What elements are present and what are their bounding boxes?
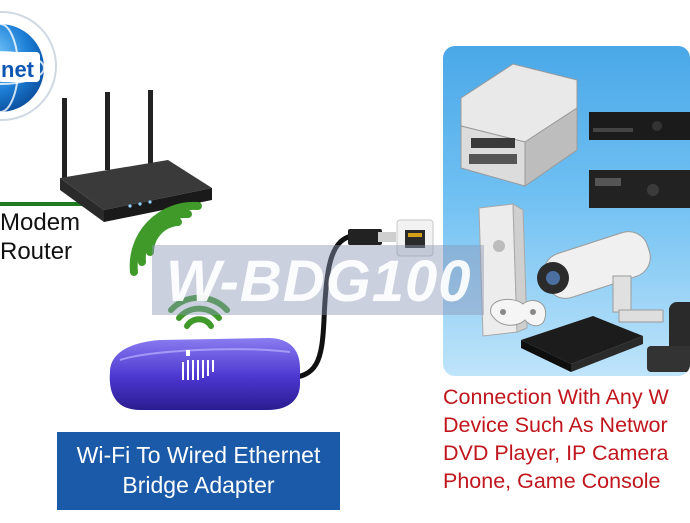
bridge-label-line-2: Bridge Adapter <box>122 472 275 498</box>
watermark-text: W-BDG100 <box>166 249 472 314</box>
printer-icon <box>460 63 578 187</box>
game-console-icon <box>478 203 547 337</box>
router-icon <box>60 90 212 222</box>
rj45-plug <box>348 229 382 245</box>
connection-line-1: Connection With Any W <box>443 385 669 409</box>
ethernet-cable <box>284 233 353 381</box>
connection-line-3: DVD Player, IP Camera <box>443 441 669 465</box>
bridge-adapter-label: Wi-Fi To Wired Ethernet Bridge Adapter <box>57 432 340 510</box>
wifi-adapter-icon <box>109 338 300 410</box>
bridge-label-line-1: Wi-Fi To Wired Ethernet <box>76 442 321 468</box>
globe-icon: net <box>0 11 57 121</box>
ip-camera-icon <box>537 231 664 323</box>
router-label-line-2: Router <box>0 238 73 265</box>
router-label-line-1: Modem <box>0 209 81 236</box>
rj45-jack-icon <box>396 219 434 257</box>
dvd-player-icon <box>589 112 690 208</box>
adapter-wifi-signal-icon <box>168 294 230 329</box>
connection-line-4: Phone, Game Console <box>443 469 661 493</box>
devices-panel <box>443 46 690 376</box>
wifi-signal-icon <box>129 201 202 276</box>
connection-description: Connection With Any W Device Such As Net… <box>443 383 690 495</box>
playstation-console-icon <box>521 316 643 372</box>
router-label: Modem Router <box>0 208 120 266</box>
watermark-band <box>152 245 484 315</box>
connection-line-2: Device Such As Networ <box>443 413 668 437</box>
internet-label: net <box>1 57 35 82</box>
telephone-icon <box>647 302 690 372</box>
